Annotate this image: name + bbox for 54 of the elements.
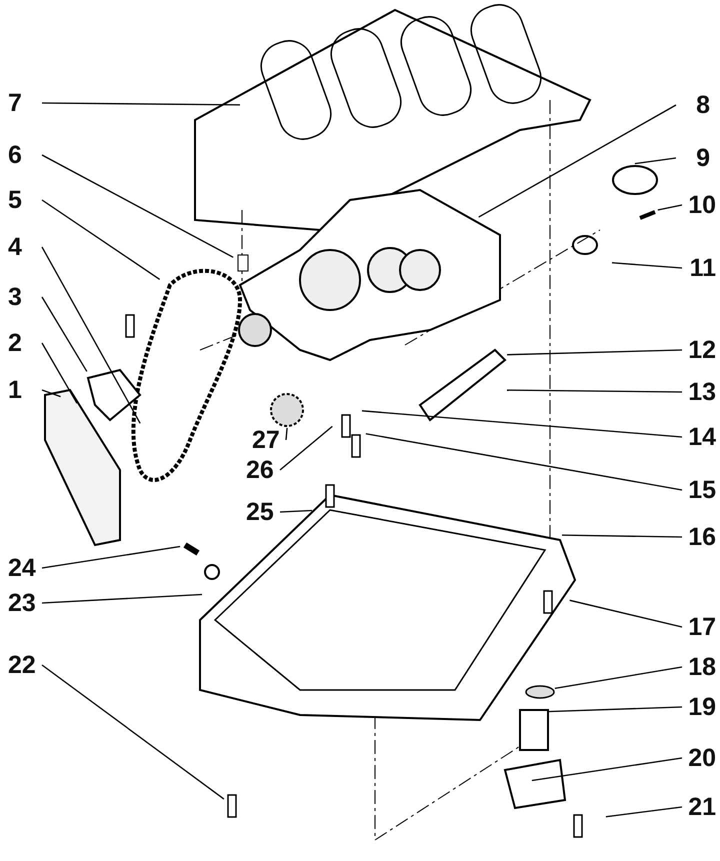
leader-line [42,389,61,398]
leader-line [478,104,676,218]
leader-line [41,342,78,404]
callout-number: 24 [8,555,42,581]
leader-line [562,534,682,538]
leader-line [506,349,682,356]
callout-number: 17 [682,614,716,640]
leader-line [554,666,682,689]
callout-number: 6 [8,142,42,168]
callout-number: 20 [682,745,716,771]
leader-line [280,426,333,470]
leader-line [41,296,88,372]
callout-number: 2 [8,330,42,356]
leader-line [532,757,682,782]
callout-number: 7 [8,90,42,116]
leader-line [42,154,234,258]
callout-number: 23 [8,590,42,616]
leader-line [280,510,312,513]
callout-number: 21 [682,794,716,820]
leader-line [507,389,682,393]
leader-line [658,204,682,211]
leader-line [42,546,180,569]
callout-number: 14 [682,424,716,450]
leader-line [546,706,682,712]
callout-number: 4 [8,234,42,260]
callout-number: 16 [682,524,716,550]
callout-number: 22 [8,652,42,678]
leader-line [362,410,682,438]
leader-line [42,102,240,106]
callout-number: 27 [252,427,286,453]
callout-number: 15 [682,477,716,503]
callout-number: 10 [682,192,716,218]
callout-number: 26 [246,457,280,483]
leader-line [41,246,141,424]
callout-number: 11 [682,255,716,281]
leader-line [42,664,224,800]
callout-number: 3 [8,284,42,310]
leader-line [612,262,682,269]
leader-line [42,594,202,604]
leader-line [606,806,682,818]
leader-line [634,157,676,164]
callout-number: 18 [682,654,716,680]
callout-number: 13 [682,379,716,405]
callout-number: 8 [676,92,710,118]
callout-number: 12 [682,337,716,363]
callout-number: 9 [676,145,710,171]
leader-line [570,600,682,628]
callout-number: 19 [682,694,716,720]
leader-line [366,433,682,491]
leader-line [42,199,160,280]
callout-number: 1 [8,377,42,403]
leader-line [285,428,288,440]
callout-number: 5 [8,187,42,213]
callout-number: 25 [246,499,280,525]
